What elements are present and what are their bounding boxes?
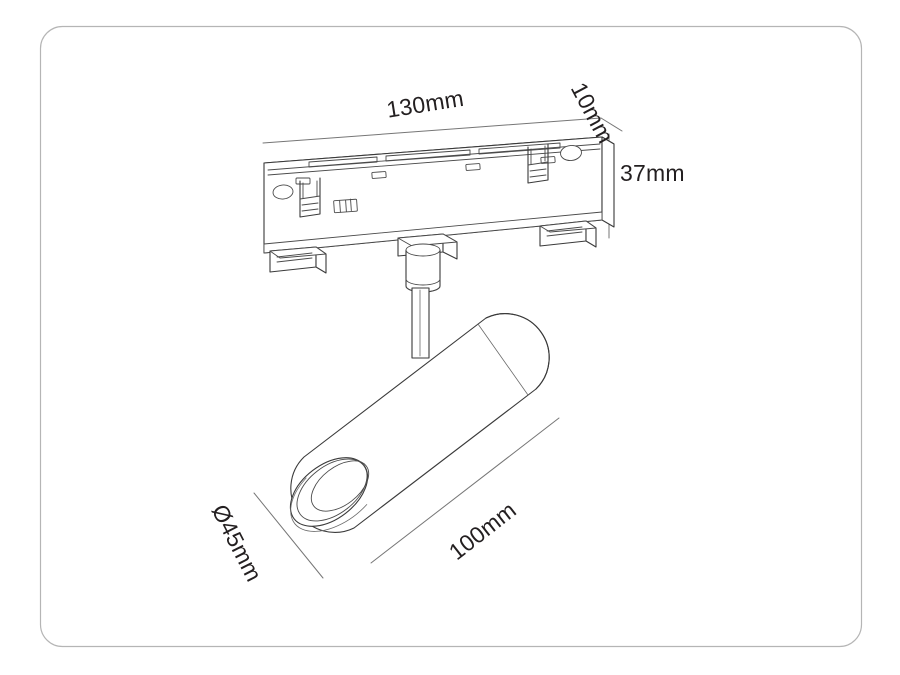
- dimension-line-100mm: [370, 417, 560, 564]
- track-deck-step-3: [478, 142, 561, 155]
- knuckle-cylinder-top: [405, 243, 441, 257]
- track-mounting-clip-left: [269, 246, 327, 274]
- barrel-aperture-inner-bore: [310, 460, 370, 512]
- barrel-rear-seam: [477, 323, 529, 396]
- barrel-aperture-rim: [296, 458, 368, 522]
- track-contact-pad-2: [371, 171, 387, 179]
- dimension-line-10mm: [600, 117, 623, 132]
- track-u-bracket-right: [527, 143, 549, 184]
- track-mounting-clip-right: [539, 220, 597, 248]
- track-u-bracket-left: [299, 177, 321, 218]
- dimension-line-130mm: [262, 117, 602, 144]
- track-bottom-band: [263, 211, 603, 254]
- track-terminal-block: [333, 198, 358, 214]
- dimension-label-37mm: 37mm: [620, 160, 685, 186]
- dimension-line-45mm: [253, 492, 324, 579]
- track-deck-step-1: [308, 156, 378, 168]
- track-contact-pad-3: [465, 163, 481, 171]
- swivel-knuckle-joint: [397, 233, 458, 359]
- knuckle-cylinder-collar: [405, 278, 441, 286]
- rounded-border-frame: [39, 25, 863, 648]
- track-oval-hole-left: [272, 184, 294, 200]
- support-stem: [411, 287, 430, 359]
- track-right-end-face: [601, 136, 615, 228]
- knuckle-shoe-top: [397, 233, 458, 247]
- track-oval-hole-right: [560, 145, 582, 161]
- spotlight-barrel: [289, 313, 550, 533]
- track-housing: [263, 136, 615, 274]
- barrel-aperture-recess-arc: [290, 477, 368, 532]
- track-deck-step-2: [385, 149, 471, 162]
- barrel-rear-dome: [485, 313, 550, 390]
